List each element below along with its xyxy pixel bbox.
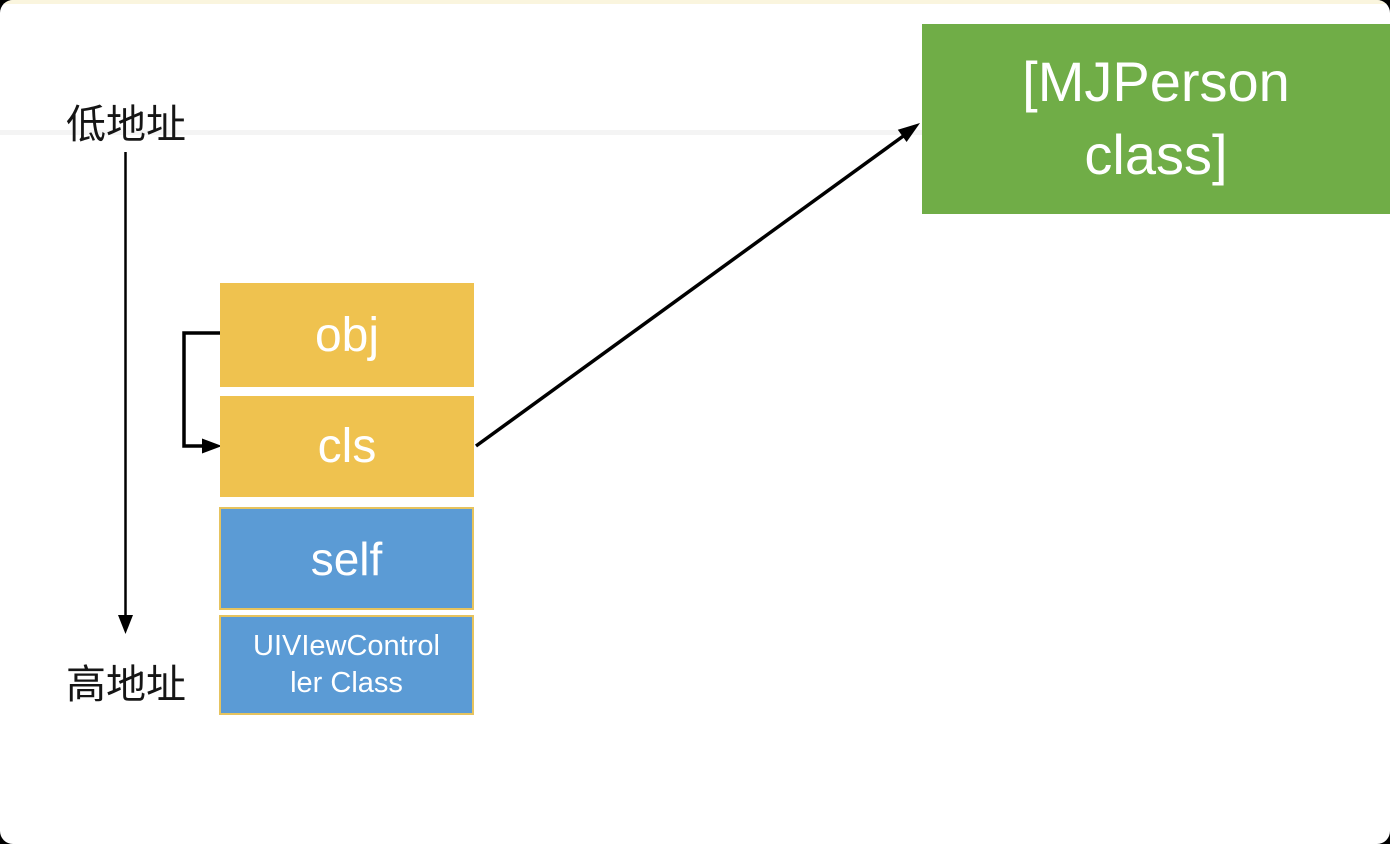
stack-box-self-label: self <box>310 532 383 585</box>
stack-box-obj-label: obj <box>314 308 380 362</box>
stack-box-cls-label: cls <box>317 420 377 473</box>
stack-box-self: self <box>219 507 474 610</box>
stack-box-uiviewcontroller-class: UIVIewControl ler Class <box>219 615 474 715</box>
stack-box-obj: obj <box>220 283 474 387</box>
cls-to-class-arrow <box>474 123 920 448</box>
horizontal-hairline <box>0 130 1390 135</box>
address-direction-arrow <box>118 152 133 634</box>
mjperson-class-label-line2: class] <box>1084 123 1228 186</box>
low-address-label: 低地址 <box>66 102 186 148</box>
mjperson-class-box: [MJPerson class] <box>922 24 1390 214</box>
obj-to-cls-arrow <box>182 331 222 454</box>
top-cream-strip <box>0 0 1390 4</box>
high-address-label: 高地址 <box>66 662 186 708</box>
stack-box-cls: cls <box>220 396 474 497</box>
stack-box-uiviewcontroller-class-label-line1: UIVIewControl <box>253 629 440 662</box>
mjperson-class-label-line1: [MJPerson <box>1022 50 1290 114</box>
stack-box-uiviewcontroller-class-label-line2: ler Class <box>290 667 403 699</box>
